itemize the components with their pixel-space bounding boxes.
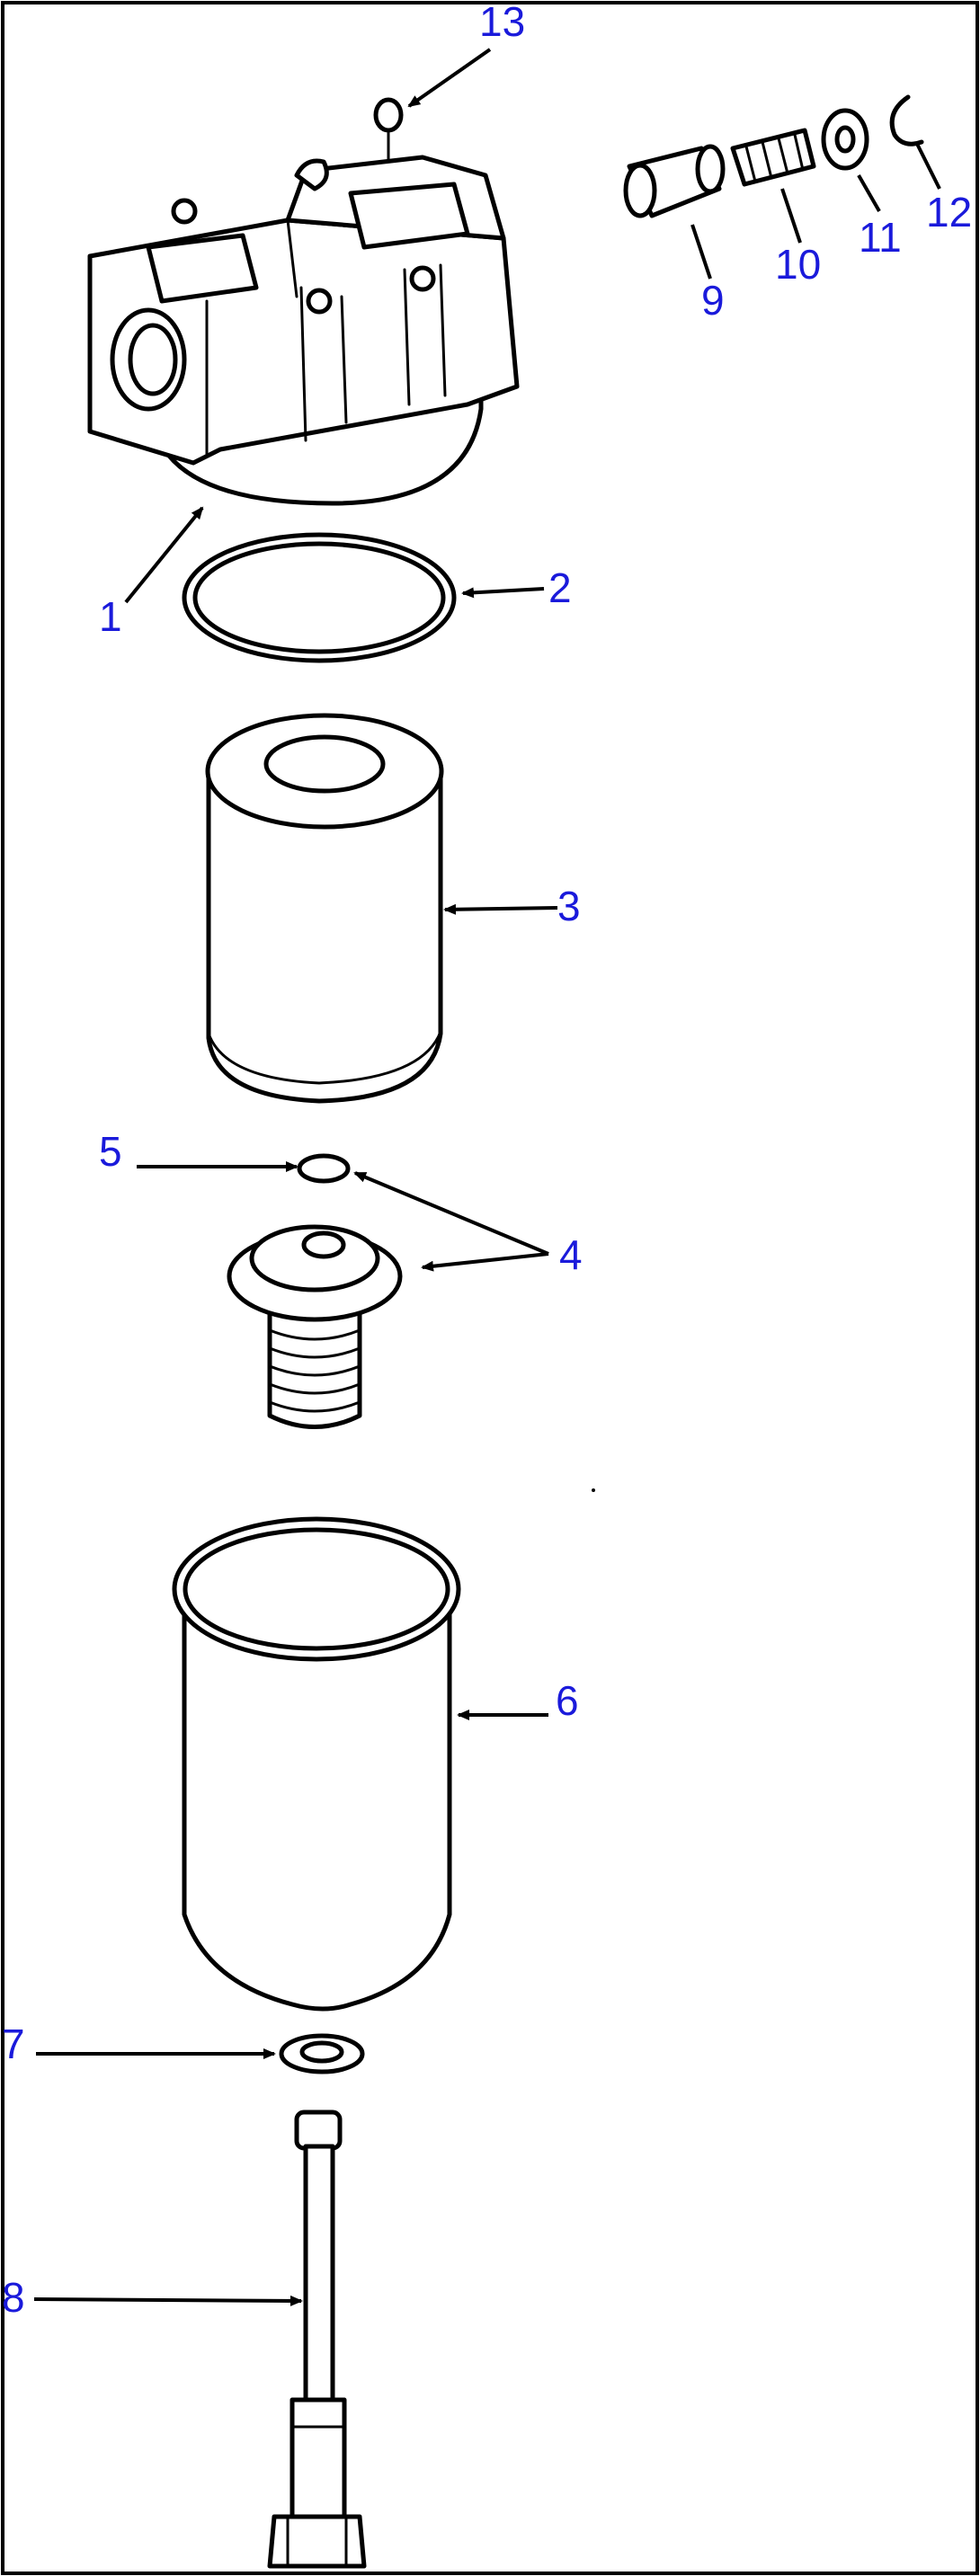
leader-9 [690,224,712,280]
leader-4b [421,1252,549,1272]
callout-4: 4 [559,1231,583,1278]
leader-13 [407,48,492,108]
valve-washer-part [821,108,869,171]
leader-lines [33,48,941,2306]
callout-8: 8 [2,2274,25,2321]
callout-2: 2 [548,564,572,611]
o-ring-part [182,532,457,663]
spring-seat-part [227,1224,403,1429]
filter-element-part [205,713,444,1104]
leader-12 [915,143,941,190]
callout-3: 3 [557,883,581,929]
callout-11: 11 [859,214,902,261]
callout-12: 12 [926,189,972,235]
leader-4a [353,1171,549,1256]
leader-3 [443,903,558,915]
callout-13: 13 [479,0,525,45]
callout-6: 6 [556,1677,579,1724]
callout-10: 10 [775,241,821,288]
callout-5: 5 [99,1128,122,1175]
valve-plug-part [623,144,726,218]
drain-bolt-part [267,2110,367,2569]
leader-10 [780,188,802,244]
callout-1: 1 [99,593,122,640]
bowl-part [172,1516,461,2012]
stray-dot [592,1488,595,1492]
callout-labels: 13 12 11 10 9 1 2 3 5 4 6 7 8 [2,0,972,2321]
housing-part [87,155,520,506]
leader-8 [33,2295,303,2306]
callout-7: 7 [2,2021,25,2067]
leader-11 [857,174,881,212]
callout-9: 9 [701,277,725,324]
snap-ring-part [889,94,924,147]
washer-part [279,2033,365,2074]
valve-spring-part [730,128,816,187]
leader-1 [124,506,204,604]
leader-2 [461,587,545,599]
seal-part [297,1153,351,1184]
